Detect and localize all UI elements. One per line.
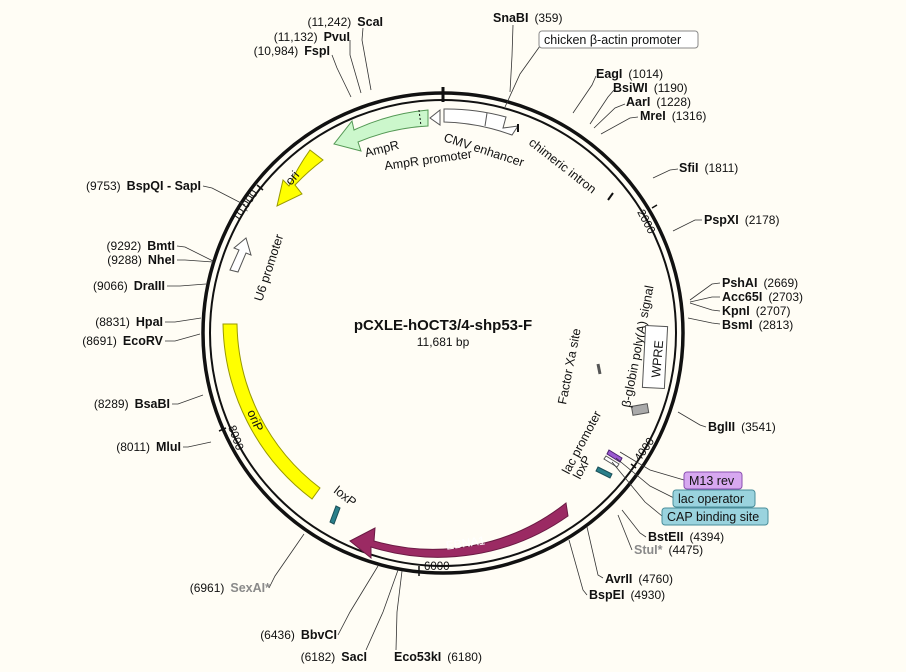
chicken-beta-actin-label: chicken β-actin promoter (544, 33, 681, 47)
site-hpai[interactable]: (8831)HpaI (95, 315, 163, 329)
orip-feature[interactable]: oriP (222, 323, 321, 500)
site-bspqi-sapi[interactable]: (9753)BspQI - SapI (86, 179, 201, 193)
cap-site-group: CAP binding site (611, 461, 769, 526)
factor-xa-feature[interactable]: Factor Xa site (555, 327, 602, 406)
u6-promoter-feature[interactable]: U6 promoter (229, 233, 287, 303)
tick-10000 (256, 184, 264, 191)
site-bbvci[interactable]: (6436)BbvCI (260, 628, 337, 642)
tick-label-10000: 10,000 (231, 188, 261, 224)
ori-label: ori (283, 168, 303, 188)
site-sexai[interactable]: (6961)SexAI* (190, 581, 270, 595)
site-snabi[interactable]: SnaBI(359) (493, 11, 562, 25)
tick-label-6000: 6000 (424, 561, 450, 573)
site-bsteii[interactable]: BstEII(4394) (648, 530, 724, 544)
site-bspei[interactable]: BspEI(4930) (589, 588, 665, 602)
chimeric-intron-label: chimeric intron (526, 135, 599, 196)
site-draiii[interactable]: (9066)DraIII (93, 279, 165, 293)
m13-rev-label[interactable]: M13 rev (689, 474, 735, 488)
plasmid-size: 11,681 bp (417, 335, 470, 349)
wpre-label: WPRE (649, 340, 666, 379)
cap-site-label[interactable]: CAP binding site (667, 510, 759, 524)
loxp-left-feature[interactable]: loxP (329, 483, 359, 525)
site-nhei[interactable]: (9288)NheI (107, 253, 175, 267)
ori-feature[interactable]: ori (276, 149, 324, 207)
m13-rev-group: M13 rev (619, 451, 743, 490)
chicken-beta-actin-label-group: chicken β-actin promoter (504, 30, 699, 108)
site-bglii[interactable]: BglII(3541) (708, 420, 776, 434)
site-pvui[interactable]: (11,132)PvuI (274, 30, 350, 44)
factor-xa-label: Factor Xa site (555, 327, 583, 405)
u6-promoter-label: U6 promoter (252, 233, 287, 303)
site-scai[interactable]: (11,242)ScaI (307, 15, 383, 29)
site-fspi[interactable]: (10,984)FspI (254, 44, 330, 58)
lac-operator-group: lac operator (615, 457, 756, 508)
plasmid-name: pCXLE-hOCT3/4-shp53-F (354, 317, 532, 334)
site-ecorv[interactable]: (8691)EcoRV (82, 334, 163, 348)
tick-8000 (218, 427, 227, 432)
site-leaders (165, 24, 721, 651)
site-mlui[interactable]: (8011)MluI (116, 440, 181, 454)
site-acc65i[interactable]: Acc65I(2703) (722, 290, 803, 304)
site-labels: SnaBI(359) EagI(1014) BsiWI(1190) AarI(1… (82, 11, 803, 664)
site-pspxi[interactable]: PspXI(2178) (704, 213, 779, 227)
tick-4000 (630, 463, 637, 469)
site-bsmi[interactable]: BsmI(2813) (722, 318, 793, 332)
site-sfii[interactable]: SfiI(1811) (679, 161, 738, 175)
site-mrei[interactable]: MreI(1316) (640, 109, 706, 123)
ebna1-feature[interactable]: EBNA1 (349, 502, 569, 560)
site-saci[interactable]: (6182)SacI (301, 650, 367, 664)
site-aari[interactable]: AarI(1228) (626, 95, 691, 109)
site-eco53ki[interactable]: Eco53kI(6180) (394, 650, 482, 664)
site-bsiwi[interactable]: BsiWI(1190) (613, 81, 688, 95)
loxp-left-label: loxP (331, 483, 359, 509)
wpre-feature[interactable]: WPRE (641, 324, 669, 390)
site-pshai[interactable]: PshAI(2669) (722, 276, 798, 290)
ampr-promoter-arrow[interactable] (429, 108, 441, 126)
site-stui[interactable]: StuI*(4475) (634, 543, 703, 557)
lac-operator-label[interactable]: lac operator (678, 492, 744, 506)
cap-site-box (661, 507, 769, 526)
ebna1-label: EBNA1 (445, 533, 486, 552)
m13-rev-box (683, 471, 743, 490)
tick-marks: 2000 4000 6000 8000 10,000 (218, 184, 658, 576)
site-avrii[interactable]: AvrII(4760) (605, 572, 673, 586)
site-bmti[interactable]: (9292)BmtI (107, 239, 175, 253)
site-kpni[interactable]: KpnI(2707) (722, 304, 790, 318)
site-eagi[interactable]: EagI(1014) (596, 67, 663, 81)
site-bsabi[interactable]: (8289)BsaBI (94, 397, 170, 411)
tick-2000 (651, 204, 658, 209)
tick-label-2000: 2000 (634, 208, 657, 236)
lac-operator-box (672, 489, 756, 508)
